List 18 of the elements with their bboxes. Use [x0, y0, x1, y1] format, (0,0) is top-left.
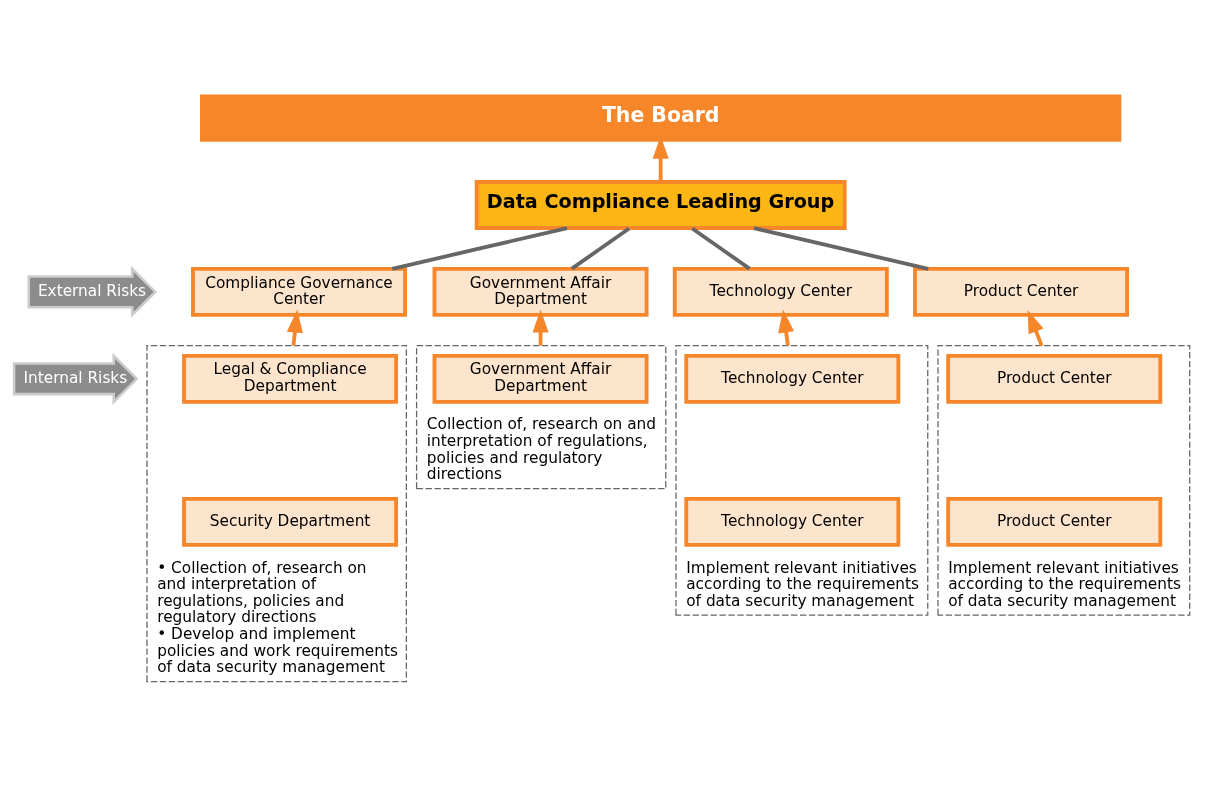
node-box: Government Affair Department — [432, 353, 649, 404]
node-box: Compliance Governance Center — [191, 266, 407, 317]
node-box: Product Center — [946, 353, 1163, 404]
node-box: Technology Center — [684, 353, 901, 404]
node-box: Technology Center — [672, 266, 889, 317]
node-box: Legal & Compliance Department — [182, 353, 399, 404]
node-box: Government Affair Department — [432, 266, 649, 317]
node-box: Product Center — [946, 496, 1163, 547]
node-box: Security Department — [182, 496, 399, 547]
node-box: Technology Center — [684, 496, 901, 547]
node-box: Data Compliance Leading Group — [474, 179, 847, 230]
connector — [753, 225, 929, 271]
node-box: Product Center — [913, 266, 1129, 317]
connector — [391, 225, 568, 271]
node-box: The Board — [200, 93, 1122, 142]
connector — [691, 226, 751, 270]
connector — [570, 226, 631, 270]
arrow — [1027, 309, 1044, 346]
